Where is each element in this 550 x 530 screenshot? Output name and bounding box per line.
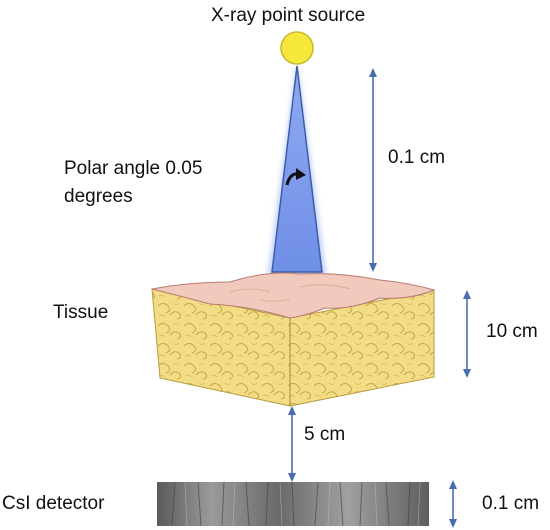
csi-detector [157, 481, 429, 527]
source-to-tissue-label: 0.1 cm [388, 147, 446, 168]
xray-source [280, 31, 314, 65]
tissue-to-detector-label: 5 cm [304, 424, 346, 445]
tissue-label: Tissue [53, 302, 109, 323]
tissue-thickness-label: 10 cm [486, 321, 538, 342]
detector-label: CsI detector [2, 493, 105, 514]
detector-thickness-label: 0.1 cm [482, 493, 540, 514]
tissue-block [151, 272, 436, 407]
source-label: X-ray point source [211, 5, 366, 26]
polar-angle-label: Polar angle 0.05 degrees [64, 158, 203, 207]
curved-rotation-arrow-icon [285, 168, 306, 186]
